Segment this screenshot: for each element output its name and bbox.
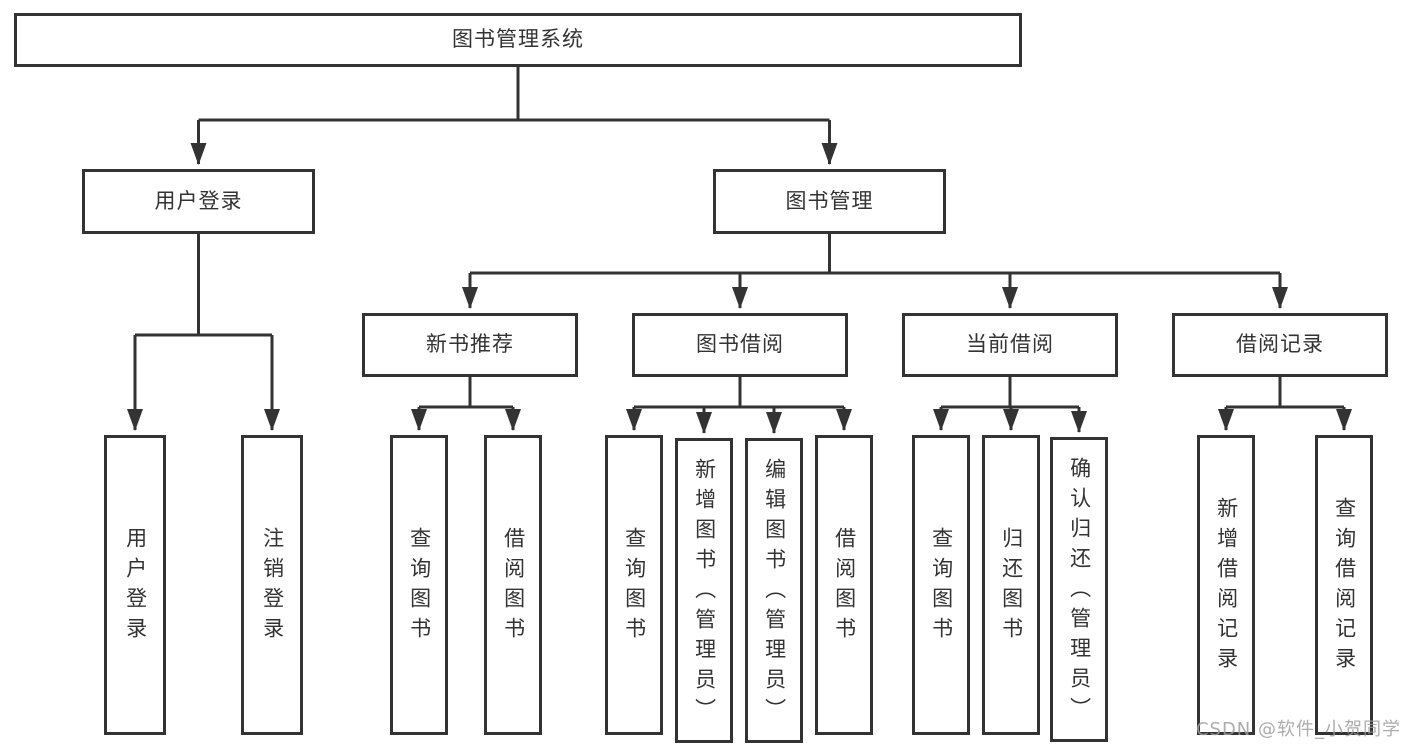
leaf-query-books-borrowing: 查询图书 xyxy=(605,435,663,735)
leaf-query-borrow-record: 查询借阅记录 xyxy=(1315,435,1373,735)
node-book-management: 图书管理 xyxy=(713,169,946,234)
node-library-system: 图书管理系统 xyxy=(14,13,1022,67)
node-book-borrowing: 图书借阅 xyxy=(632,313,848,377)
leaf-user-login: 用户登录 xyxy=(104,435,166,735)
leaf-borrow-books-recommend: 借阅图书 xyxy=(484,435,542,735)
node-new-book-recommendation: 新书推荐 xyxy=(362,313,578,377)
node-current-borrowing: 当前借阅 xyxy=(902,313,1118,377)
node-user-login: 用户登录 xyxy=(82,169,315,234)
leaf-add-book-admin: 新增图书（管理员） xyxy=(675,438,733,743)
leaf-return-books: 归还图书 xyxy=(982,435,1040,735)
leaf-confirm-return-admin: 确认归还（管理员） xyxy=(1050,437,1108,742)
leaf-borrow-books-borrowing: 借阅图书 xyxy=(815,435,873,735)
leaf-logout-login: 注销登录 xyxy=(241,435,303,735)
leaf-query-books-recommend: 查询图书 xyxy=(390,435,448,735)
watermark: CSDN @软件_小贺同学 xyxy=(1195,719,1401,740)
leaf-query-books-current: 查询图书 xyxy=(912,435,970,735)
leaf-add-borrow-record: 新增借阅记录 xyxy=(1197,435,1255,735)
leaf-edit-book-admin: 编辑图书（管理员） xyxy=(745,438,803,743)
node-borrowing-records: 借阅记录 xyxy=(1172,313,1388,377)
